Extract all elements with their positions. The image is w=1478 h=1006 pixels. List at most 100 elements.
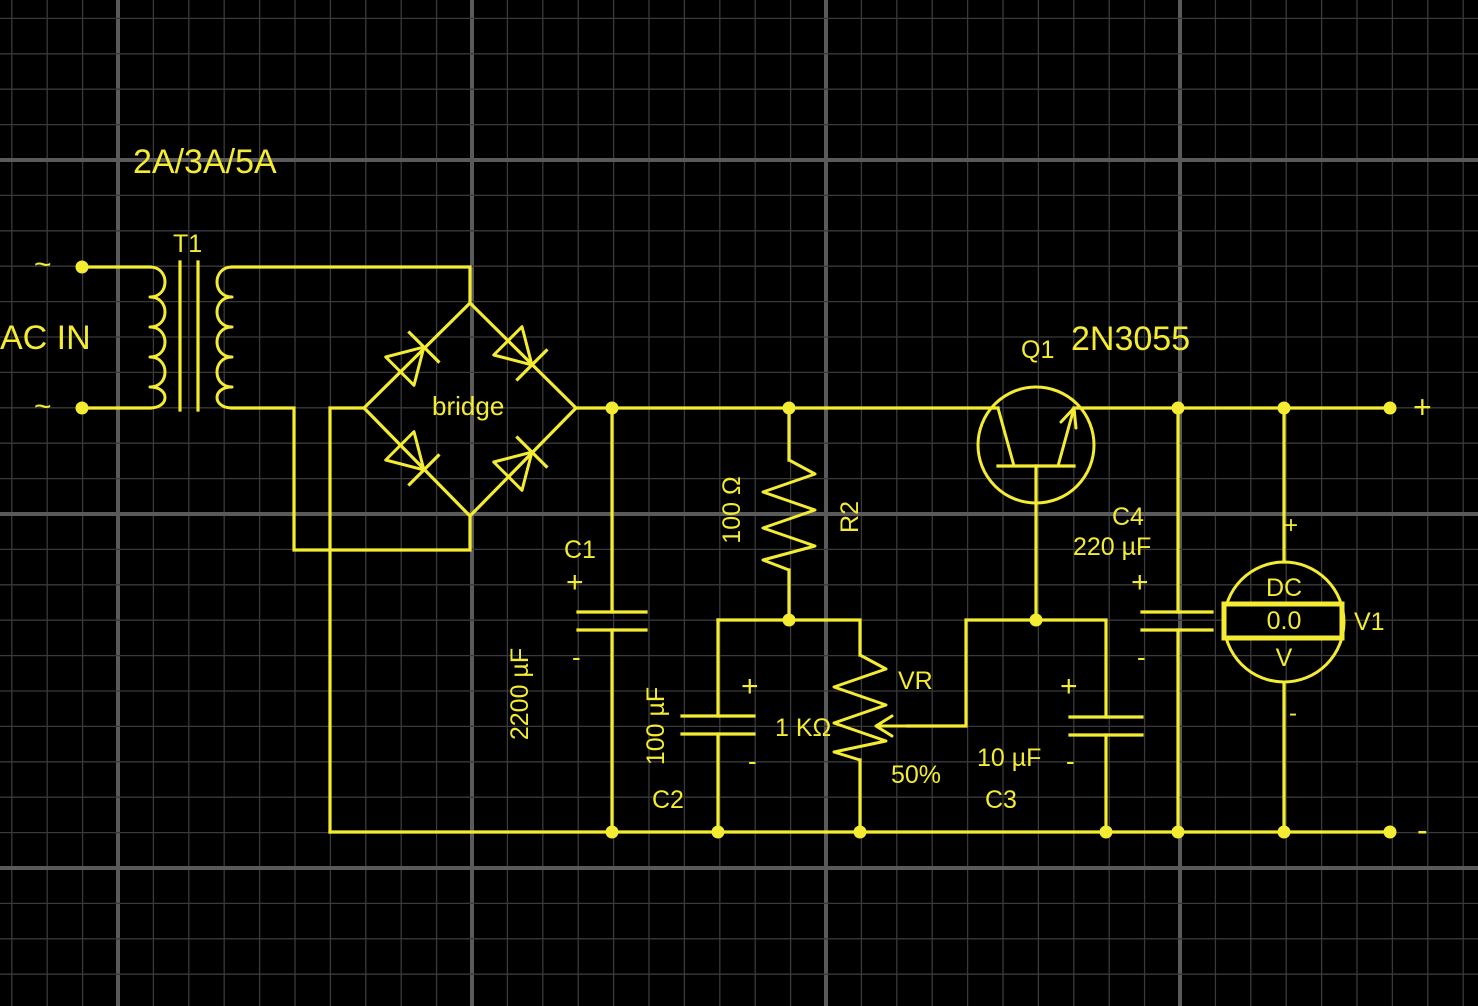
- c1-plus-label: +: [566, 566, 584, 599]
- c3-plus-label: +: [1060, 670, 1078, 703]
- wire-c3[interactable]: [1034, 618, 1108, 834]
- transistor-q1[interactable]: [976, 385, 1096, 505]
- bridge-diode: [384, 330, 441, 387]
- junction-dot[interactable]: [1171, 825, 1185, 839]
- vr-setting-label: 50%: [891, 761, 942, 789]
- diode-triangle: [384, 430, 426, 472]
- potentiometer-vr[interactable]: [832, 653, 910, 762]
- v1-minus-label: -: [1289, 700, 1297, 727]
- output-minus-label: -: [1417, 812, 1428, 848]
- c2-plus-label: +: [741, 670, 759, 703]
- c4-minus-label: -: [1137, 642, 1146, 672]
- meter-mode-label: DC: [1265, 574, 1303, 602]
- junction-dot[interactable]: [1383, 401, 1397, 415]
- capacitor-c4[interactable]: [1140, 610, 1214, 632]
- r2-value-label: 100 Ω: [718, 476, 746, 544]
- transformer-t1[interactable]: [148, 260, 234, 412]
- c1-label: C1: [564, 536, 596, 564]
- diode-bar: [515, 348, 549, 382]
- c4-value-label: 220 µF: [1073, 533, 1152, 561]
- junction-dot[interactable]: [1277, 825, 1291, 839]
- junction-dot[interactable]: [853, 825, 867, 839]
- diode-triangle: [384, 345, 426, 387]
- diode-bar: [407, 453, 441, 487]
- capacitor-c1[interactable]: [576, 610, 648, 632]
- junction-dot[interactable]: [75, 260, 89, 274]
- bridge-diodes: [384, 325, 549, 492]
- bridge-label: bridge: [432, 391, 505, 421]
- capacitor-c3[interactable]: [1068, 715, 1144, 737]
- r2-label: R2: [836, 501, 864, 533]
- vr-wiper-arrow: [874, 714, 910, 738]
- junction-dot[interactable]: [1277, 401, 1291, 415]
- voltmeter-v1[interactable]: [1221, 560, 1346, 684]
- c3-label: C3: [985, 786, 1017, 814]
- wire-wiper[interactable]: [906, 618, 1038, 728]
- ac-symbol-top: ~: [34, 248, 52, 281]
- c3-minus-label: -: [1066, 746, 1075, 776]
- junction-dot[interactable]: [782, 401, 796, 415]
- junction-dot[interactable]: [1383, 825, 1397, 839]
- q1-body: [976, 385, 1096, 505]
- output-plus-label: +: [1413, 389, 1432, 425]
- c4-plus-label: +: [1131, 566, 1149, 599]
- bridge-rectifier[interactable]: [361, 300, 579, 519]
- q1-collector: [996, 406, 1016, 468]
- c2-value-label: 100 µF: [642, 686, 670, 766]
- transformer-core: [178, 260, 200, 412]
- junction-dot[interactable]: [605, 825, 619, 839]
- meter-reading: 0.0: [1266, 607, 1302, 635]
- c1-minus-label: -: [572, 642, 581, 672]
- c2-label: C2: [652, 786, 684, 814]
- junction-dot[interactable]: [1171, 401, 1185, 415]
- c2-plates: [680, 714, 756, 736]
- q1-emitter: [1056, 406, 1076, 468]
- v1-plus-label: +: [1284, 512, 1299, 539]
- r2-zigzag: [761, 458, 817, 572]
- junction-dot[interactable]: [605, 401, 619, 415]
- wire-secondary-top[interactable]: [230, 265, 472, 305]
- junction-dot[interactable]: [1029, 613, 1043, 627]
- diode-bar: [407, 330, 441, 364]
- current-rating-label: 2A/3A/5A: [133, 143, 277, 181]
- c3-value-label: 10 µF: [977, 744, 1042, 772]
- secondary-coil: [215, 265, 234, 410]
- wire-secondary-bottom[interactable]: [230, 406, 472, 552]
- wire-r2-vr-node[interactable]: [716, 618, 862, 657]
- bridge-diode: [492, 435, 549, 492]
- junction-dot[interactable]: [711, 825, 725, 839]
- junction-dots: [75, 260, 1397, 839]
- diode-triangle: [492, 450, 534, 492]
- q1-label: Q1: [1021, 336, 1055, 364]
- t1-label: T1: [173, 230, 203, 258]
- junction-dot[interactable]: [1099, 825, 1113, 839]
- c1-plates: [576, 610, 648, 632]
- meter-unit-label: V: [1275, 644, 1293, 672]
- q1-emitter-arrow: [1059, 406, 1078, 430]
- diode-triangle: [492, 325, 534, 367]
- bridge-diode: [492, 325, 549, 382]
- primary-coil: [148, 265, 167, 410]
- diode-bar: [515, 435, 549, 469]
- wire-bridge-negative[interactable]: [328, 406, 366, 834]
- bridge-diamond: [361, 300, 579, 519]
- meter-display-box: [1221, 601, 1345, 641]
- vr-label: VR: [898, 667, 933, 695]
- junction-dot[interactable]: [75, 401, 89, 415]
- vr-value-label: 1 KΩ: [775, 714, 832, 742]
- ac-symbol-bottom: ~: [34, 390, 52, 423]
- v1-label: V1: [1354, 608, 1385, 636]
- capacitor-c2[interactable]: [680, 714, 756, 736]
- bridge-diode: [384, 430, 441, 487]
- q1-part-label: 2N3055: [1071, 320, 1191, 358]
- junction-dot[interactable]: [782, 613, 796, 627]
- c3-plates: [1068, 715, 1144, 737]
- resistor-r2[interactable]: [761, 458, 817, 572]
- c4-plates: [1140, 610, 1214, 632]
- vr-zigzag: [832, 653, 888, 762]
- c4-label: C4: [1112, 503, 1144, 531]
- ac-in-label: AC IN: [0, 319, 91, 357]
